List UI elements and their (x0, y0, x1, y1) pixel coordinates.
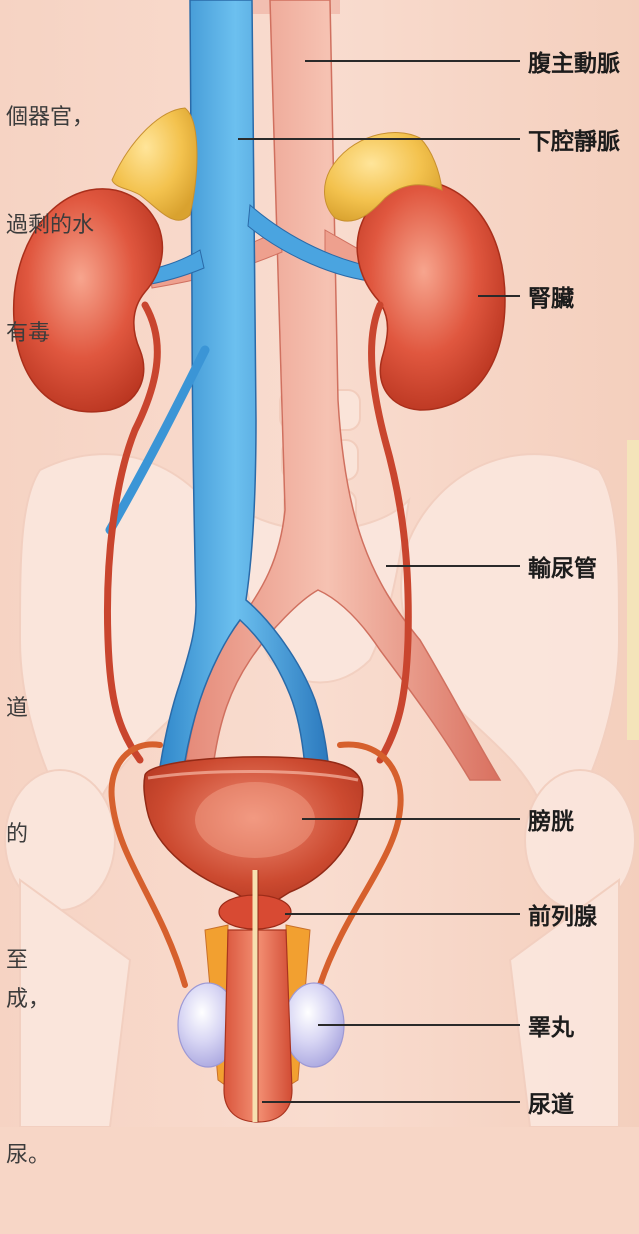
leader-aorta (305, 60, 520, 62)
leader-kidney (478, 295, 520, 297)
label-vena-cava: 下腔靜脈 (528, 122, 620, 156)
bladder-highlight (195, 782, 315, 858)
label-ureter: 輸尿管 (528, 549, 597, 583)
leader-vena-cava (238, 138, 520, 140)
label-urethra: 尿道 (528, 1085, 574, 1119)
side-text-block-3: 成， 尿。 (6, 870, 50, 1234)
label-kidney: 腎臟 (528, 279, 574, 313)
right-edge-strip (627, 440, 639, 740)
side-text-line: 成， (6, 974, 50, 1026)
label-prostate: 前列腺 (528, 897, 597, 931)
leader-testis (318, 1024, 520, 1026)
label-bladder: 膀胱 (528, 802, 574, 836)
side-text-line: 有毒 (6, 316, 94, 352)
side-text-line: 過剩的水 (6, 208, 94, 244)
side-text-line: 的 (6, 814, 28, 856)
side-text-line: 尿。 (6, 1130, 50, 1182)
side-text-line: 個器官， (6, 100, 94, 136)
leader-ureter (386, 565, 520, 567)
leader-prostate (285, 913, 520, 915)
label-testis: 睪丸 (528, 1008, 574, 1042)
side-text-block-1: 個器官， 過剩的水 有毒 (6, 28, 94, 388)
leader-urethra (262, 1101, 520, 1103)
label-aorta: 腹主動脈 (528, 44, 620, 78)
side-text-line: 道 (6, 688, 28, 730)
leader-bladder (302, 818, 520, 820)
